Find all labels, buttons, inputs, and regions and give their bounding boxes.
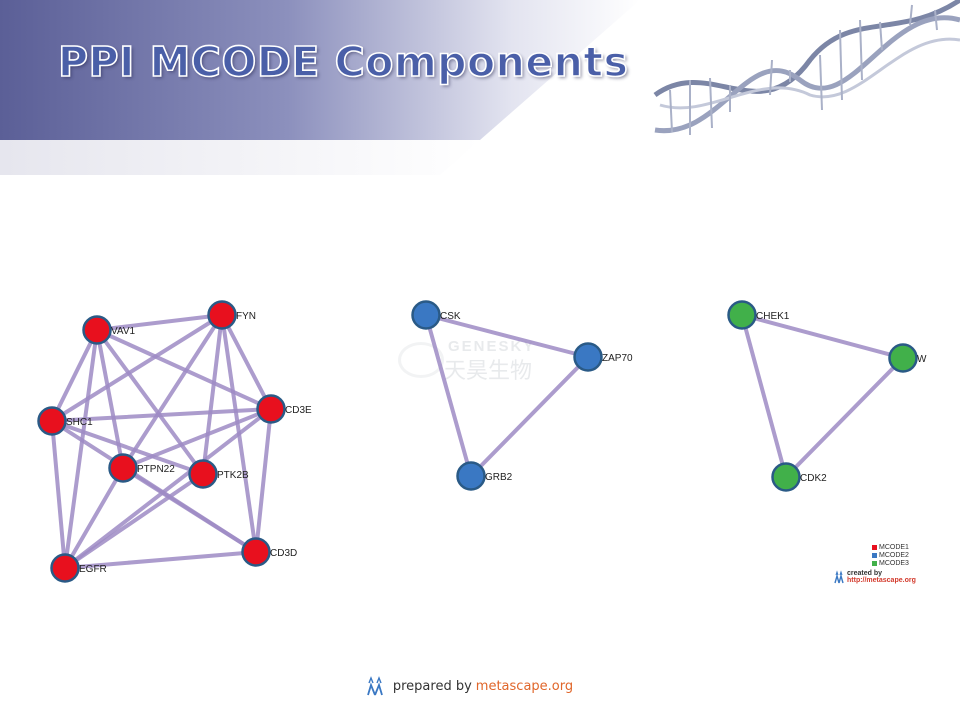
- edges-layer: [50, 313, 905, 570]
- edge-ptpn22-egfr: [63, 466, 125, 570]
- edge-w-cdk2: [784, 356, 905, 479]
- node-label: CDK2: [800, 473, 827, 484]
- legend-swatch: [872, 560, 877, 566]
- prepared-by-label: prepared by: [392, 678, 472, 694]
- node-circle[interactable]: [727, 300, 757, 330]
- metascape-logo-icon: [367, 676, 383, 696]
- dna-helix-icon: [653, 0, 960, 135]
- node-circle[interactable]: [241, 537, 271, 567]
- node-circle[interactable]: [82, 315, 112, 345]
- node-egfr[interactable]: EGFR: [50, 553, 107, 583]
- metascape-credit: created by http://metascape.org: [834, 570, 934, 584]
- metascape-logo-icon: [834, 570, 844, 584]
- edge-cd3e-egfr: [63, 407, 273, 570]
- edge-ptk2b-egfr: [63, 472, 205, 570]
- edge-fyn-shc1: [50, 313, 224, 423]
- watermark: GENESKY 天昊生物: [398, 338, 535, 385]
- node-w[interactable]: W: [888, 343, 928, 373]
- node-circle[interactable]: [771, 462, 801, 492]
- node-label: GRB2: [485, 472, 513, 483]
- node-circle[interactable]: [573, 342, 603, 372]
- node-label: CD3E: [285, 405, 312, 416]
- node-cd3d[interactable]: CD3D: [241, 537, 298, 567]
- edge-csk-grb2: [424, 313, 473, 478]
- node-circle[interactable]: [456, 461, 486, 491]
- node-label: ZAP70: [602, 353, 633, 364]
- watermark-text-en: GENESKY: [448, 338, 536, 355]
- edge-zap70-grb2: [469, 355, 590, 478]
- edge-chek1-cdk2: [740, 313, 788, 479]
- node-csk[interactable]: CSK: [411, 300, 461, 330]
- node-label: VAV1: [111, 326, 136, 337]
- page-title: PPI MCODE Components: [57, 37, 629, 87]
- node-vav1[interactable]: VAV1: [82, 315, 136, 345]
- genesky-logo-icon: [398, 342, 444, 378]
- node-circle[interactable]: [256, 394, 286, 424]
- legend-swatch: [872, 544, 877, 550]
- edge-csk-zap70: [424, 313, 590, 359]
- node-shc1[interactable]: SHC1: [37, 406, 94, 436]
- node-grb2[interactable]: GRB2: [456, 461, 513, 491]
- node-label: PTPN22: [137, 464, 175, 475]
- legend-entry-mcode1: MCODE1: [872, 543, 934, 551]
- node-label: CSK: [440, 311, 461, 322]
- legend-entry-mcode3: MCODE3: [872, 559, 934, 567]
- legend-swatch: [872, 552, 877, 558]
- legend-entry-mcode2: MCODE2: [872, 551, 934, 559]
- edge-ptpn22-cd3d: [121, 466, 258, 554]
- edge-shc1-egfr: [50, 419, 67, 570]
- edge-fyn-ptpn22: [121, 313, 224, 470]
- node-zap70[interactable]: ZAP70: [573, 342, 634, 372]
- header-banner: [0, 0, 960, 175]
- node-circle[interactable]: [108, 453, 138, 483]
- node-cd3e[interactable]: CD3E: [256, 394, 313, 424]
- edge-vav1-cd3e: [95, 328, 273, 411]
- footer: prepared by metascape.org: [0, 676, 960, 700]
- created-by-label: created by: [847, 570, 883, 577]
- edge-cd3e-ptpn22: [121, 407, 273, 470]
- node-circle[interactable]: [50, 553, 80, 583]
- edge-cd3e-cd3d: [254, 407, 273, 554]
- edge-egfr-cd3d: [63, 550, 258, 570]
- node-label: FYN: [236, 311, 256, 322]
- edge-fyn-cd3e: [220, 313, 273, 411]
- node-label: SHC1: [66, 417, 93, 428]
- node-chek1[interactable]: CHEK1: [727, 300, 790, 330]
- node-label: CHEK1: [756, 311, 790, 322]
- node-circle[interactable]: [888, 343, 918, 373]
- edge-vav1-egfr: [63, 328, 99, 570]
- node-circle[interactable]: [207, 300, 237, 330]
- node-ptpn22[interactable]: PTPN22: [108, 453, 176, 483]
- edge-vav1-shc1: [50, 328, 99, 423]
- edge-shc1-ptk2b: [50, 419, 205, 476]
- node-label: W: [917, 354, 927, 365]
- edge-fyn-ptk2b: [201, 313, 224, 476]
- footer-site-link[interactable]: metascape.org: [475, 678, 574, 694]
- edge-vav1-ptk2b: [95, 328, 205, 476]
- node-label: CD3D: [270, 548, 297, 559]
- node-circle[interactable]: [37, 406, 67, 436]
- node-cdk2[interactable]: CDK2: [771, 462, 828, 492]
- legend-label: MCODE3: [879, 559, 909, 567]
- node-ptk2b[interactable]: PTK2B: [188, 459, 250, 489]
- node-circle[interactable]: [188, 459, 218, 489]
- edge-shc1-cd3e: [50, 407, 273, 423]
- metascape-url[interactable]: http://metascape.org: [847, 577, 916, 584]
- edge-chek1-w: [740, 313, 905, 360]
- edge-vav1-fyn: [95, 313, 224, 332]
- legend-label: MCODE2: [879, 551, 909, 559]
- node-fyn[interactable]: FYN: [207, 300, 257, 330]
- node-circle[interactable]: [411, 300, 441, 330]
- node-label: EGFR: [79, 564, 107, 575]
- watermark-text-cn: 天昊生物: [444, 358, 533, 383]
- legend-label: MCODE1: [879, 543, 909, 551]
- node-label: PTK2B: [217, 470, 249, 481]
